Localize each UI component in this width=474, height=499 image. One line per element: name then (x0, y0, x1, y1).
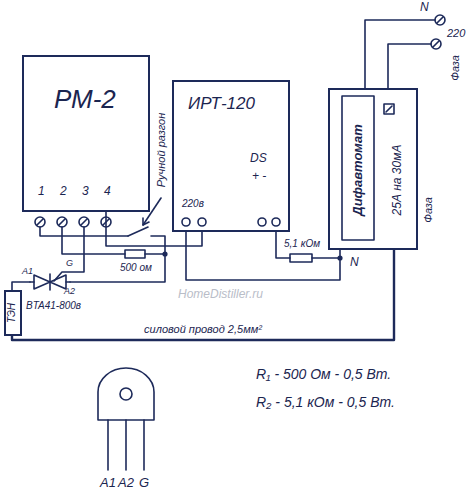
mains-terminal (437, 17, 443, 23)
control-wire (145, 253, 165, 255)
pin-name: A1 (100, 476, 116, 491)
irt-terminal (182, 218, 280, 226)
breaker-inner-box (386, 106, 392, 112)
mains-wire (365, 20, 435, 88)
parts-note: R₁ - 500 Ом - 0,5 Вт. (256, 366, 391, 382)
device-label: ТЭН (6, 303, 18, 323)
heater-element: ТЭН (4, 290, 22, 336)
mains-terminal (435, 15, 445, 25)
triac-package (98, 368, 154, 470)
terminal-number: 1 (38, 185, 45, 199)
terminal-number: 4 (104, 185, 111, 199)
control-wire (312, 257, 340, 259)
triac-package (107, 420, 109, 470)
wire-label: Фаза (449, 55, 462, 81)
sensor-label: DS (250, 152, 267, 166)
wire-connector (106, 212, 202, 246)
rating-label: 25А на 30мА (391, 145, 405, 216)
control-wire (128, 227, 148, 236)
leader-arrow (143, 218, 149, 225)
rm2-terminal (35, 217, 45, 227)
parts-note: R₂ - 5,1 кОм - 0,5 Вт. (256, 394, 395, 410)
control-wire (12, 227, 342, 290)
breaker-inner-box (342, 96, 394, 240)
triac-package (125, 420, 127, 470)
irt-terminal (198, 218, 206, 226)
mains-wire (388, 44, 431, 88)
pin-name: A1 (22, 266, 33, 276)
resistor-symbol (125, 250, 145, 258)
triac-symbol (66, 281, 70, 283)
pin-name: G (66, 258, 73, 268)
terminal-label: 220в (182, 198, 204, 210)
pin-name: A2 (118, 476, 134, 491)
triac-symbol (50, 275, 66, 289)
wire-label: силовой провод 2,5мм² (142, 323, 264, 336)
breaker-box: Дифавтомат 25А на 30мА (328, 88, 418, 250)
wire-label: N (420, 1, 429, 15)
pin-name: G (139, 476, 149, 491)
part-name: BTA41-800в (26, 300, 81, 312)
wire-label: N (350, 256, 359, 270)
resistor-symbol (125, 250, 312, 262)
triac-symbol (34, 275, 50, 289)
watermark: HomeDistiller.ru (178, 288, 263, 302)
triac-symbol (49, 274, 51, 290)
control-wire (62, 227, 125, 254)
mains-wire (365, 20, 435, 88)
rm2-terminal (59, 219, 65, 225)
device-label: РМ-2 (54, 85, 116, 115)
rm2-terminal (57, 217, 67, 227)
rm2-terminal (81, 219, 87, 225)
breaker-inner-box (342, 96, 374, 240)
terminal-number: 2 (60, 185, 67, 199)
wire-connector (186, 232, 340, 280)
terminal-number: 3 (82, 185, 89, 199)
rm2-terminal (37, 219, 43, 225)
controller-box: ИРТ-120 220в DS + - (172, 80, 290, 232)
wire-label: Фаза (422, 197, 435, 223)
triac-package (98, 368, 154, 420)
wire-connector (12, 250, 394, 340)
irt-terminal (258, 218, 266, 226)
resistor-symbol (290, 254, 312, 262)
controller-box: РМ-2 1 2 3 4 (22, 55, 150, 212)
rm2-terminal (79, 217, 89, 227)
polarity-label: + - (252, 170, 266, 184)
breaker-inner-box (384, 104, 394, 114)
rm2-terminal (35, 217, 111, 227)
device-label: ИРТ-120 (188, 94, 255, 114)
device-label: Дифавтомат (351, 124, 366, 215)
resistor-value: 500 ом (120, 262, 152, 274)
triac-package (143, 420, 145, 470)
control-wire (54, 227, 84, 281)
switch-note: Ручной разгон (155, 113, 168, 187)
resistor-value: 5,1 кОм (284, 238, 320, 250)
control-wire (12, 282, 30, 290)
triac-symbol (30, 281, 34, 283)
triac-package (120, 388, 132, 400)
irt-terminal (182, 218, 190, 226)
irt-terminal (272, 218, 280, 226)
control-wire (163, 252, 167, 256)
pin-name: A2 (64, 286, 75, 296)
mains-terminal (433, 41, 439, 47)
voltage-label: 220 (447, 27, 465, 40)
mains-terminal (431, 39, 441, 49)
